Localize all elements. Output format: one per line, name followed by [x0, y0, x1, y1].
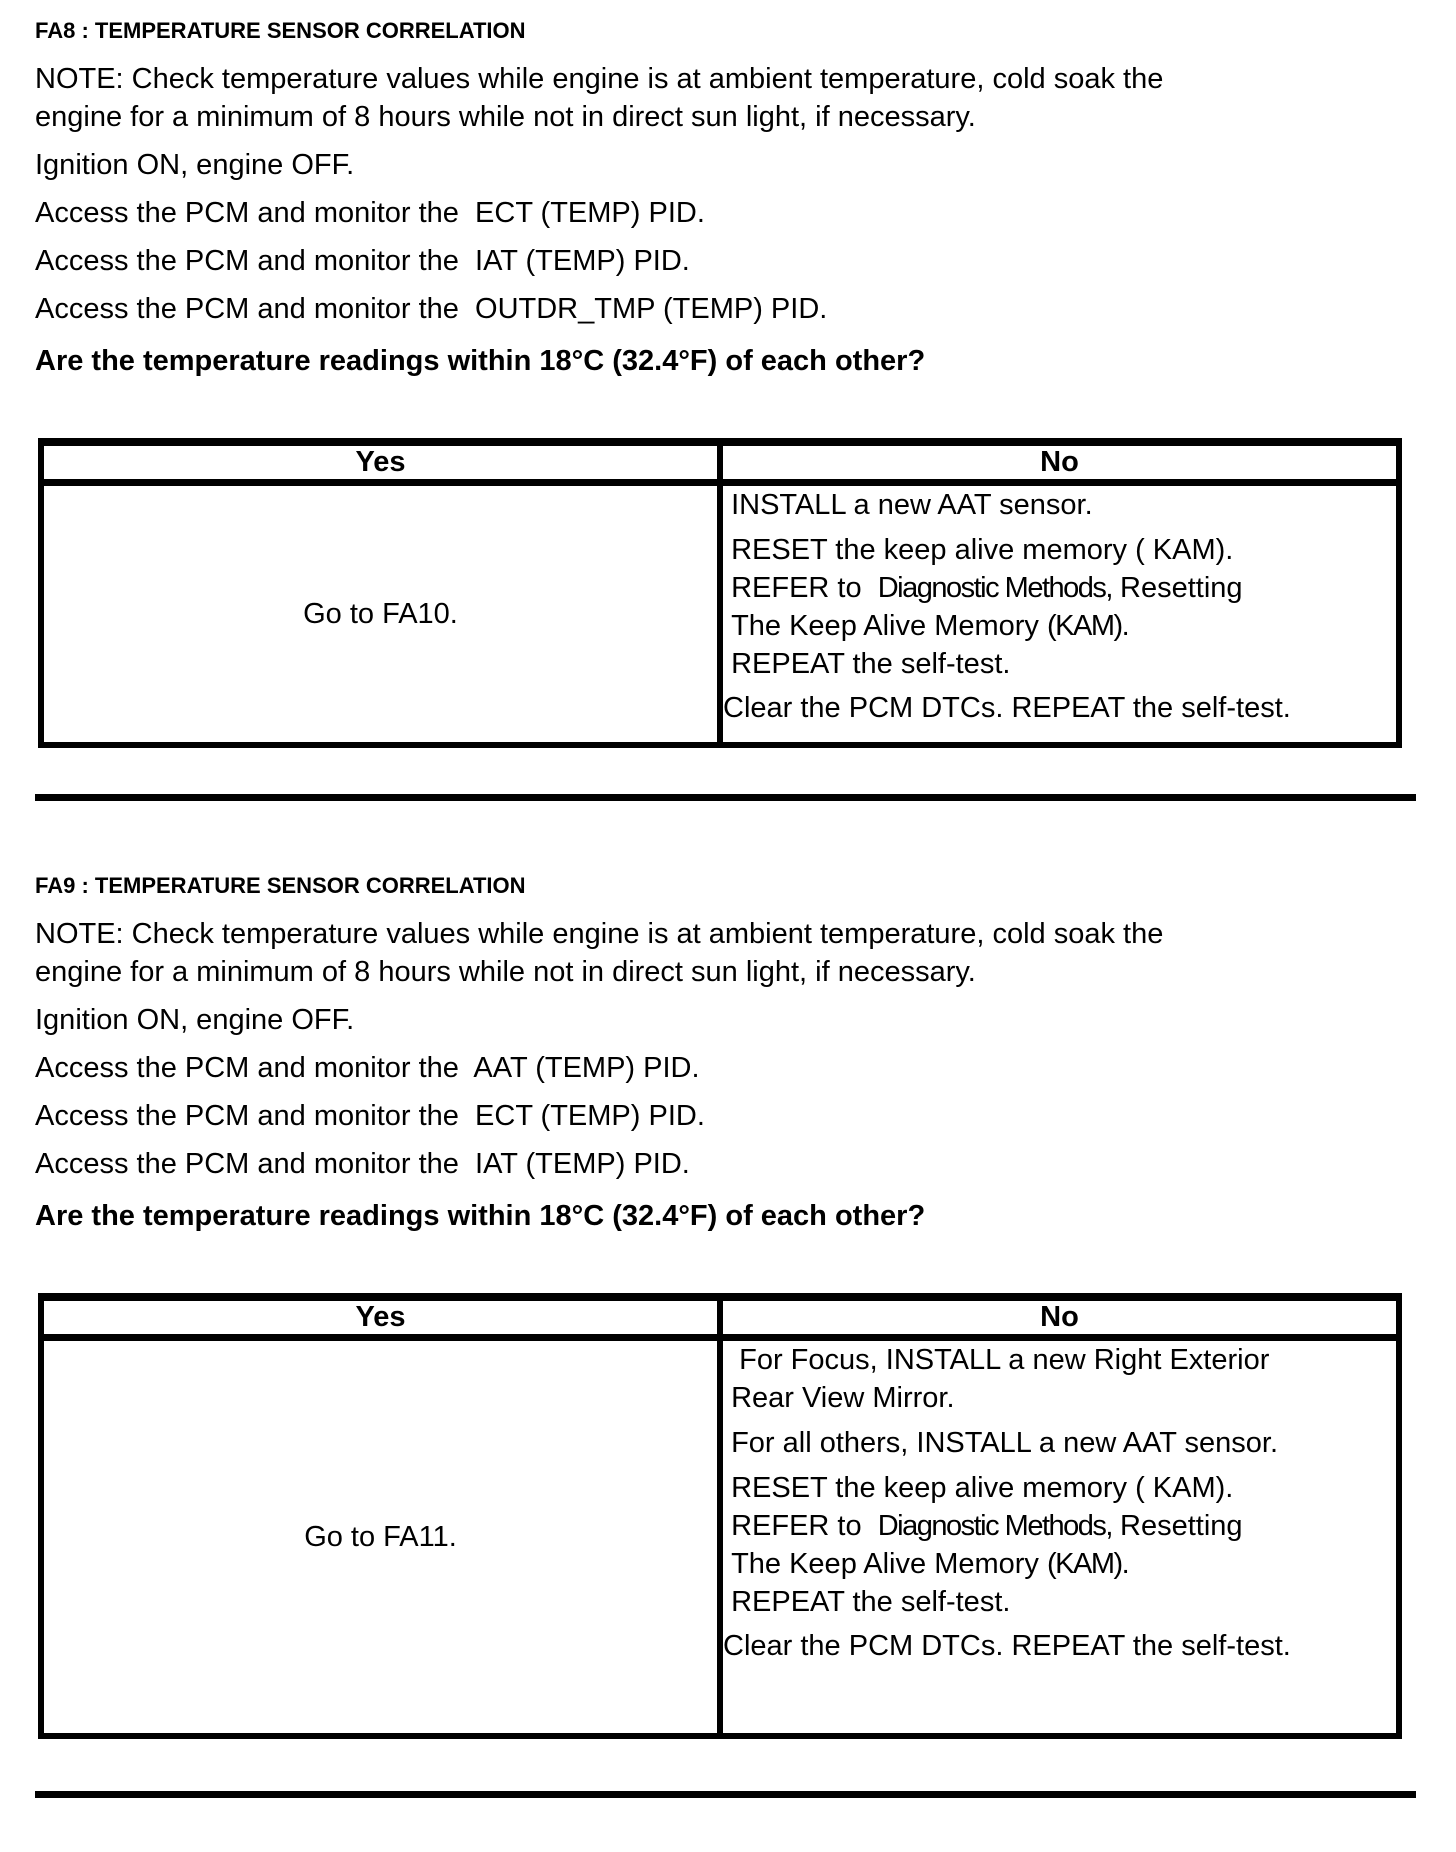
instruction-paragraph: Clear the PCM DTCs. REPEAT the self-test…: [723, 1629, 1291, 1662]
table-header-row: Yes No: [41, 442, 1399, 486]
section-divider-rule: [35, 793, 1416, 801]
pinpoint-test-fa8: FA8 : TEMPERATURE SENSOR CORRELATION NOT…: [35, 18, 1416, 748]
yes-column-header: Yes: [41, 1296, 720, 1341]
no-action-cell: INSTALL a new AAT sensor. RESET the keep…: [717, 482, 1399, 745]
test-steps: Ignition ON, engine OFF. Access the PCM a…: [35, 146, 1416, 328]
instruction-paragraph: For all others, INSTALL a new AAT sensor…: [723, 1426, 1279, 1459]
no-column-header: No: [717, 442, 1399, 486]
section-title: FA9 : TEMPERATURE SENSOR CORRELATION: [35, 872, 526, 898]
question-text: Are the temperature readings within 18°C…: [35, 345, 926, 377]
test-step: Access the PCM and monitor the IAT (TEMP…: [35, 245, 690, 277]
pinpoint-test-fa9: FA9 : TEMPERATURE SENSOR CORRELATION NOT…: [35, 872, 1416, 1739]
yes-action-cell: Go to FA10.: [303, 597, 458, 630]
yes-no-table: Yes No Go to FA10. INSTALL a new AAT sen…: [38, 438, 1402, 748]
no-column-header: No: [717, 1296, 1399, 1341]
test-step: Ignition ON, engine OFF.: [35, 149, 355, 181]
yes-column-header: Yes: [41, 442, 720, 486]
table-header-row: Yes No: [41, 1296, 1399, 1341]
test-steps: Ignition ON, engine OFF. Access the PCM a…: [35, 1001, 1416, 1183]
yes-action-cell: Go to FA11.: [304, 1520, 457, 1553]
instruction-paragraph: Clear the PCM DTCs. REPEAT the self-test…: [723, 692, 1291, 724]
no-action-cell: For Focus, INSTALL a new Right Exterior …: [717, 1337, 1399, 1736]
test-step: Access the PCM and monitor the ECT (TEMP…: [35, 1099, 705, 1132]
note-text: NOTE: Check temperature values while eng…: [35, 917, 1164, 988]
section-title: FA8 : TEMPERATURE SENSOR CORRELATION: [35, 18, 526, 43]
instruction-paragraph: For Focus, INSTALL a new Right Exterior …: [731, 1343, 1270, 1414]
instruction-paragraph: INSTALL a new AAT sensor.: [723, 489, 1093, 521]
test-step: Access the PCM and monitor the OUTDR_TMP…: [35, 293, 828, 325]
test-step: Ignition ON, engine OFF.: [35, 1003, 355, 1036]
yes-no-table: Yes No Go to FA11. For Focus, INSTALL a …: [38, 1292, 1402, 1739]
instruction-paragraph: RESET the keep alive memory ( KAM). REFE…: [731, 1471, 1243, 1618]
test-step: Access the PCM and monitor the IAT (TEMP…: [35, 1147, 690, 1180]
test-step: Access the PCM and monitor the ECT (TEMP…: [35, 197, 705, 229]
note-text: NOTE: Check temperature values while eng…: [35, 63, 1164, 133]
instruction-paragraph: RESET the keep alive memory ( KAM). REFE…: [731, 534, 1243, 680]
table-body-row: Go to FA11. For Focus, INSTALL a new Rig…: [41, 1337, 1399, 1736]
question-text: Are the temperature readings within 18°C…: [35, 1199, 926, 1232]
table-body-row: Go to FA10. INSTALL a new AAT sensor. RE…: [41, 482, 1399, 745]
test-step: Access the PCM and monitor the AAT (TEMP…: [35, 1051, 700, 1084]
page-end-rule: [35, 1791, 1416, 1798]
service-manual-page: { "document": { "sections": [ { "title":…: [0, 18, 1456, 1852]
